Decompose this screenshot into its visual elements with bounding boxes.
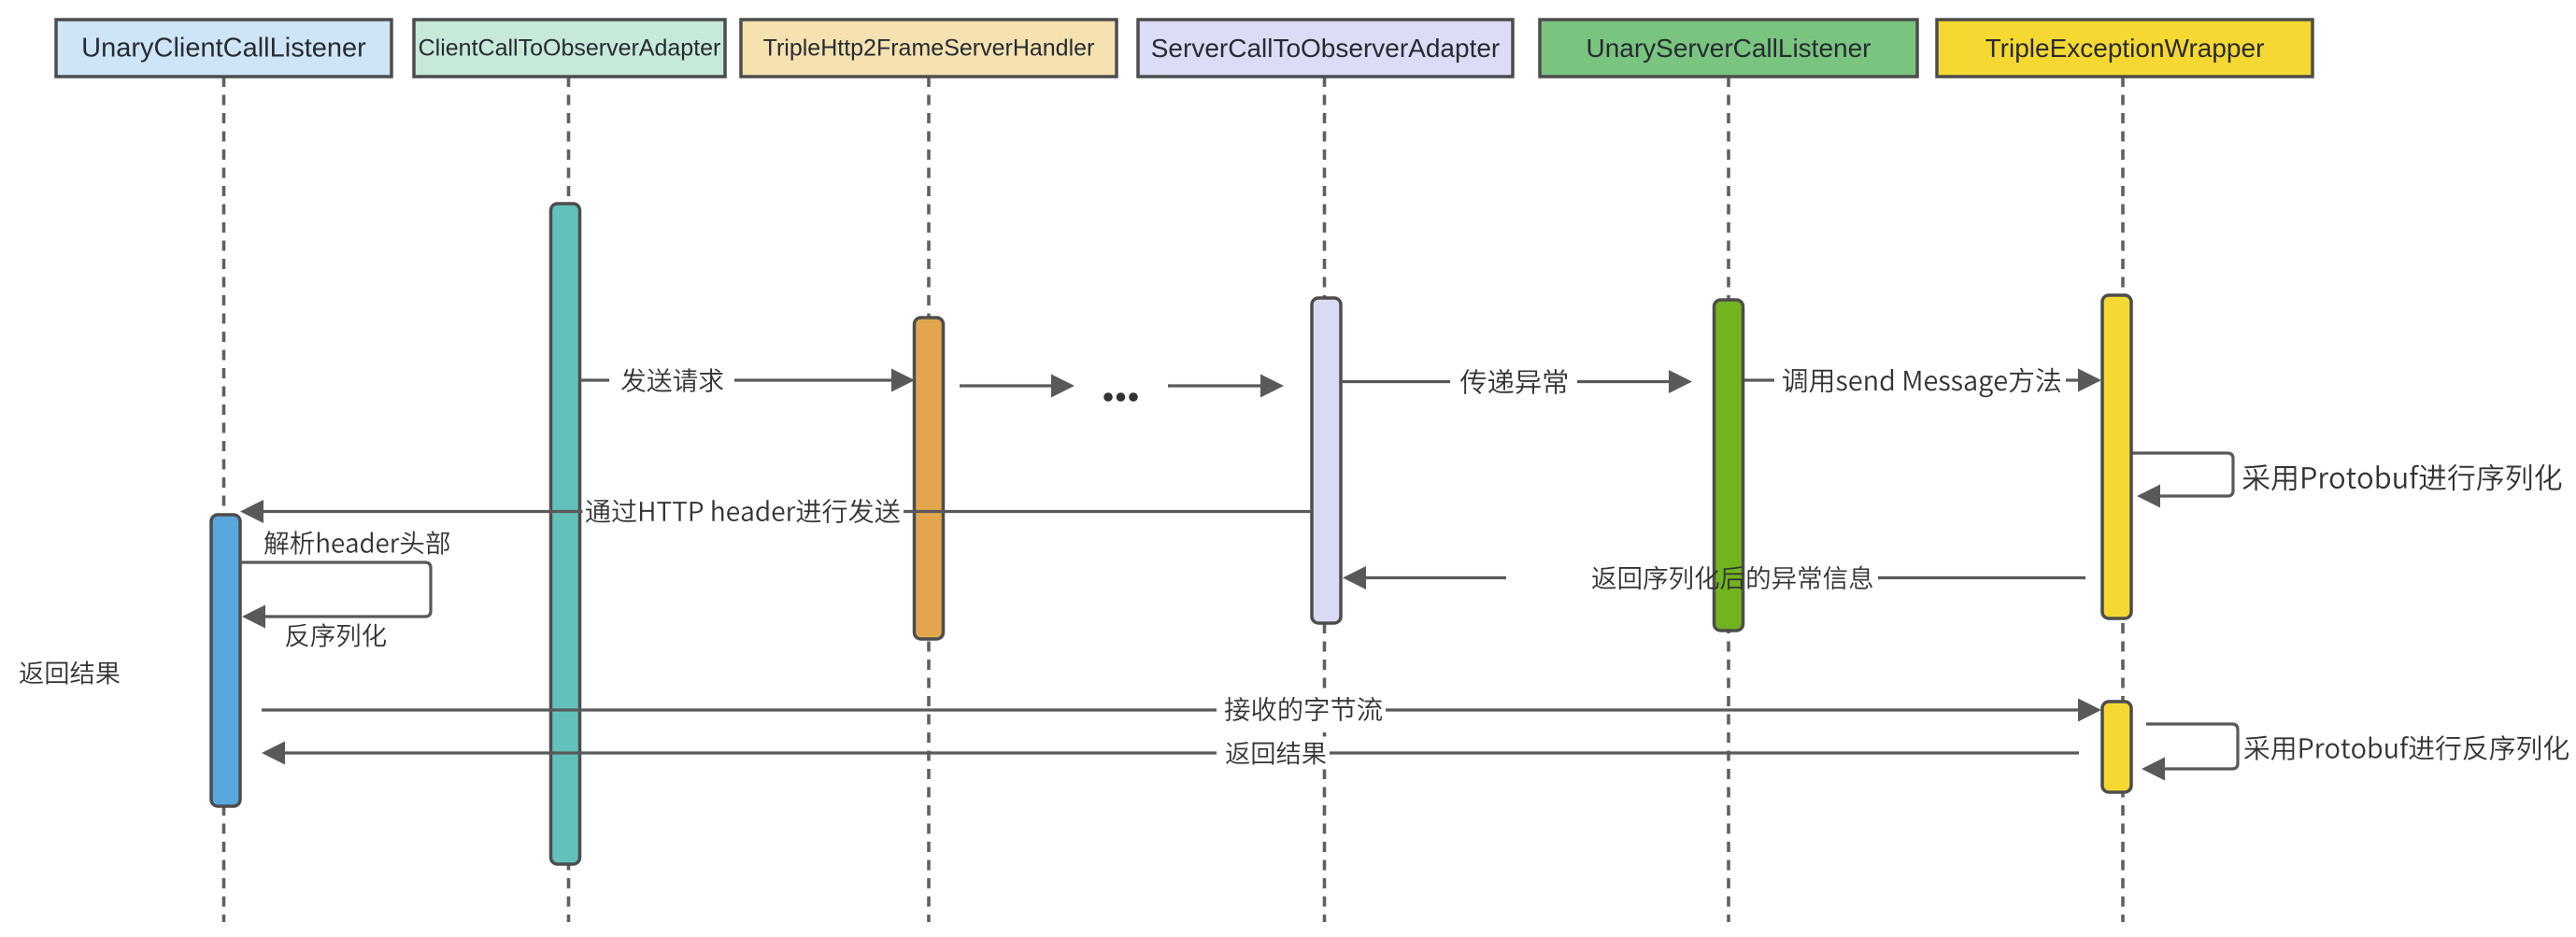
svg-text:ServerCallToObserverAdapter: ServerCallToObserverAdapter [1151, 34, 1501, 63]
svg-text:TripleHttp2FrameServerHandler: TripleHttp2FrameServerHandler [763, 35, 1095, 62]
svg-text:UnaryClientCallListener: UnaryClientCallListener [81, 34, 366, 64]
svg-text:ClientCallToObserverAdapter: ClientCallToObserverAdapter [419, 35, 721, 62]
svg-text:UnaryServerCallListener: UnaryServerCallListener [1586, 34, 1871, 63]
svg-text:TripleExceptionWrapper: TripleExceptionWrapper [1985, 34, 2265, 63]
